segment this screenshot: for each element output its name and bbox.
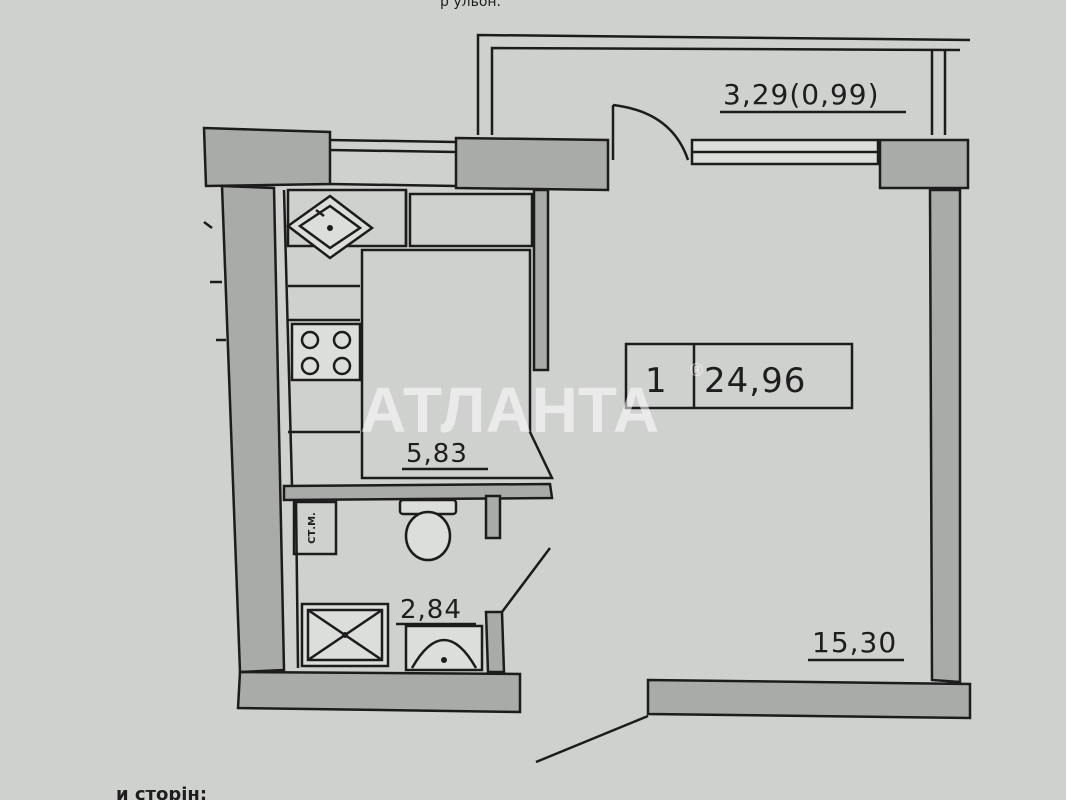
wall-right	[928, 188, 962, 684]
wall-bottom-right	[646, 678, 972, 720]
shower-icon	[300, 602, 390, 668]
kitchen-area: 5,83	[406, 439, 468, 469]
kitchen-counter	[360, 248, 554, 480]
apartment-summary: 1 24,96	[624, 342, 854, 410]
total-area: 24,96	[704, 361, 806, 401]
balcony	[476, 33, 971, 166]
partition-stub	[484, 494, 502, 540]
washbasin-icon	[404, 624, 484, 672]
living-area: 15,30	[812, 626, 897, 659]
entrance-door	[535, 714, 649, 764]
kitchen: 5,83	[285, 188, 554, 480]
stove-icon	[290, 322, 362, 382]
kitchen-window	[329, 138, 457, 188]
partition-kitchen-bath	[282, 482, 554, 502]
bathroom: СТ.М. 2,84	[292, 498, 551, 672]
watermark-logo: АТЛАНТА	[360, 374, 659, 446]
toilet-icon	[398, 498, 458, 562]
watermark-mark: ®	[690, 360, 703, 380]
header-text: р ульон.	[440, 0, 501, 10]
partition-bath-right	[484, 610, 506, 674]
bathroom-area: 2,84	[400, 595, 462, 625]
wall-left	[220, 184, 286, 674]
sink-icon	[285, 194, 375, 260]
wall-top-middle	[454, 136, 610, 192]
wall-top-left	[202, 126, 332, 188]
footer-text: и сторін:	[116, 784, 207, 800]
bathroom-door	[501, 547, 551, 613]
utility-cabinet	[292, 500, 338, 556]
utility-label: СТ.М.	[307, 512, 318, 544]
rooms-count: 1	[645, 361, 667, 401]
wall-bottom-left	[236, 670, 522, 714]
wall-top-right	[878, 138, 970, 190]
balcony-area: 3,29(0,99)	[723, 78, 880, 111]
partition-kitchen-right	[532, 188, 550, 372]
